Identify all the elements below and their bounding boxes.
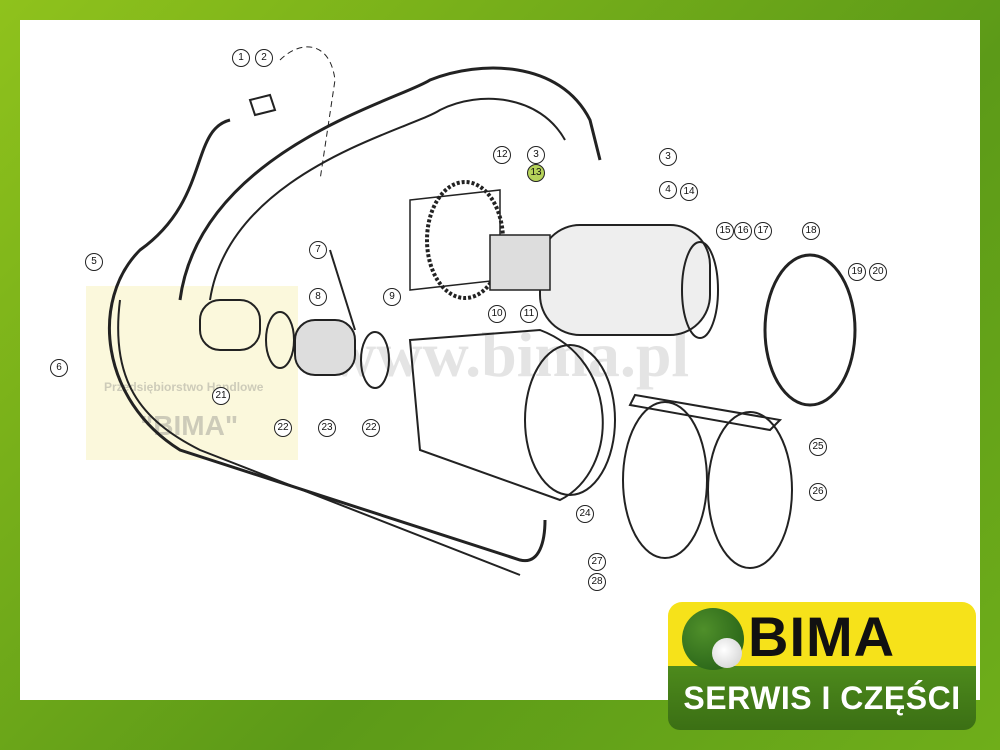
- callout-11[interactable]: 11: [520, 305, 538, 323]
- band-26b: [707, 411, 793, 569]
- filter-housing-top: [409, 189, 501, 291]
- callout-28[interactable]: 28: [588, 573, 606, 591]
- logo-ball-highlight-icon: [712, 638, 742, 668]
- callout-6[interactable]: 6: [50, 359, 68, 377]
- callout-18[interactable]: 18: [802, 222, 820, 240]
- callout-13[interactable]: 13: [527, 164, 545, 182]
- callout-17[interactable]: 17: [754, 222, 772, 240]
- callout-1[interactable]: 1: [232, 49, 250, 67]
- callout-3b[interactable]: 3: [659, 148, 677, 166]
- callout-2[interactable]: 2: [255, 49, 273, 67]
- callout-21[interactable]: 21: [212, 387, 230, 405]
- callout-15[interactable]: 15: [716, 222, 734, 240]
- callout-23[interactable]: 23: [318, 419, 336, 437]
- intake-pipe: [178, 66, 602, 301]
- callout-4[interactable]: 4: [659, 181, 677, 199]
- callout-26[interactable]: 26: [809, 483, 827, 501]
- callout-22b[interactable]: 22: [362, 419, 380, 437]
- callout-16[interactable]: 16: [734, 222, 752, 240]
- logo-bottom: [668, 666, 976, 730]
- callout-27[interactable]: 27: [588, 553, 606, 571]
- band-26a: [622, 401, 708, 559]
- logo-brand: BIMA: [748, 605, 896, 668]
- pipe-13: [489, 234, 551, 291]
- sleeve-23: [294, 319, 356, 376]
- callout-20[interactable]: 20: [869, 263, 887, 281]
- intake-pipe-inner: [209, 97, 566, 301]
- callout-24[interactable]: 24: [576, 505, 594, 523]
- housing-11: [408, 328, 604, 502]
- watermark-box: [86, 286, 298, 460]
- bima-logo: BIMA SERWIS I CZĘŚCI: [668, 602, 976, 730]
- callout-12[interactable]: 12: [493, 146, 511, 164]
- tube-21: [199, 299, 261, 351]
- callout-9[interactable]: 9: [383, 288, 401, 306]
- callout-3[interactable]: 3: [527, 146, 545, 164]
- cover-18: [763, 253, 857, 407]
- callout-22[interactable]: 22: [274, 419, 292, 437]
- callout-7[interactable]: 7: [309, 241, 327, 259]
- callout-19[interactable]: 19: [848, 263, 866, 281]
- callout-8[interactable]: 8: [309, 288, 327, 306]
- hose-6: [107, 118, 547, 563]
- callout-5[interactable]: 5: [85, 253, 103, 271]
- bracket: [628, 393, 783, 432]
- callout-10[interactable]: 10: [488, 305, 506, 323]
- hose-6-inner: [117, 299, 521, 576]
- callout-14[interactable]: 14: [680, 183, 698, 201]
- watermark-name: "BIMA": [140, 410, 239, 441]
- logo-tagline: SERWIS I CZĘŚCI: [683, 680, 961, 716]
- callout-25[interactable]: 25: [809, 438, 827, 456]
